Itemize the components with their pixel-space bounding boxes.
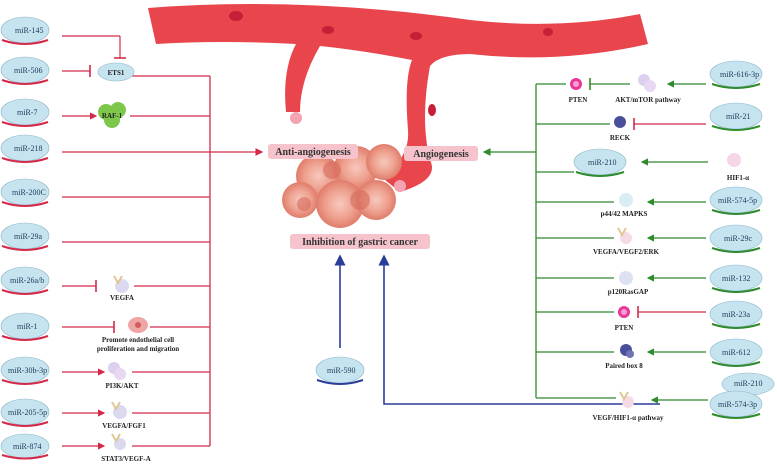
ets1-node: ETS1 [97, 62, 135, 82]
svg-text:VEGFA/FGF1: VEGFA/FGF1 [102, 422, 146, 430]
blood-vessel [148, 4, 648, 192]
endothelial-cell-node: Promote endothelial cell proliferation a… [97, 317, 179, 353]
svg-text:PTEN: PTEN [615, 324, 634, 332]
mirna-miR-574-5p: miR-574-5p [709, 186, 763, 215]
svg-text:miR-210: miR-210 [588, 158, 616, 167]
svg-text:Paired box 8: Paired box 8 [605, 362, 643, 370]
svg-text:miR-29c: miR-29c [724, 234, 752, 243]
svg-text:miR-30b-3p: miR-30b-3p [8, 366, 47, 375]
svg-text:miR-1: miR-1 [17, 322, 37, 331]
svg-text:miR-29a: miR-29a [14, 232, 42, 241]
svg-text:Promote endothelial cell: Promote endothelial cell [102, 336, 174, 344]
svg-text:miR-506: miR-506 [14, 66, 42, 75]
hif1a-node: HIF1-α [727, 153, 749, 182]
svg-text:miR-145: miR-145 [15, 26, 43, 35]
mirna-miR-29a: miR-29a [0, 222, 50, 251]
svg-text:Inhibition of gastric cancer: Inhibition of gastric cancer [302, 237, 418, 248]
svg-text:Angiogenesis: Angiogenesis [413, 149, 469, 160]
mirna-miR-218: miR-218 [0, 134, 50, 163]
svg-text:PI3K/AKT: PI3K/AKT [105, 382, 138, 390]
pi3k-akt-node: PI3K/AKT [105, 362, 139, 390]
mirna-miR-616-3p: miR-616-3p [709, 60, 763, 89]
arrow-vegf-hif-to-inhibition [378, 254, 660, 405]
mirna-miR-1: miR-1 [0, 312, 50, 341]
svg-text:p120RasGAP: p120RasGAP [608, 288, 649, 296]
svg-text:p44/42 MAPKS: p44/42 MAPKS [601, 210, 648, 218]
raf1-node: RAF-1 [98, 102, 126, 128]
vegfa-fgf1-node: VEGFA/FGF1 [102, 401, 146, 430]
mirna-miR-506: miR-506 [0, 56, 50, 85]
svg-text:ETS1: ETS1 [108, 69, 125, 77]
svg-text:miR-210: miR-210 [734, 379, 762, 388]
mirna-miR-29c: miR-29c [709, 224, 763, 253]
vegf-hif1a-pathway-node: VEGF/HIF1-α pathway [593, 391, 664, 422]
svg-text:proliferation and migration: proliferation and migration [97, 345, 179, 353]
svg-text:VEGFA: VEGFA [110, 294, 134, 302]
mirna-miR-21: miR-21 [709, 102, 763, 131]
paired-box-8-node: Paired box 8 [605, 344, 643, 370]
svg-text:miR-616-3p: miR-616-3p [720, 70, 759, 79]
svg-text:RECK: RECK [610, 134, 631, 142]
mirna-miR-200C: miR-200C [0, 178, 50, 207]
mirna-miR-612: miR-612 [709, 338, 763, 367]
mirna-miR-30b-3p: miR-30b-3p [0, 356, 50, 385]
svg-text:miR-874: miR-874 [13, 442, 41, 451]
svg-text:PTEN: PTEN [569, 96, 588, 104]
p120rasgap-node: p120RasGAP [608, 271, 649, 296]
vegfa-node: VEGFA [110, 275, 134, 302]
vegfa-vegf2-erk-node: VEGFA/VEGF2/ERK [593, 227, 660, 256]
svg-text:miR-132: miR-132 [722, 274, 750, 283]
angiogenesis-label: Angiogenesis [404, 146, 478, 161]
pten-node-2: PTEN [615, 306, 634, 332]
mirna-miR-26a-b: miR-26a/b [0, 266, 50, 295]
svg-text:miR-205-5p: miR-205-5p [8, 408, 47, 417]
mirna-miR-210-a: miR-210 [573, 148, 627, 177]
svg-text:HIF1-α: HIF1-α [727, 174, 749, 182]
svg-text:RAF-1: RAF-1 [102, 112, 123, 120]
svg-text:miR-590: miR-590 [327, 366, 355, 375]
reck-node: RECK [610, 116, 631, 142]
mirna-miR-145: miR-145 [0, 16, 50, 45]
akt-mtor-node: AKT/mTOR pathway [615, 74, 681, 104]
mirna-miR-210-b: miR-210 [721, 372, 775, 396]
svg-text:miR-21: miR-21 [726, 112, 750, 121]
anti-angiogenesis-label: Anti-angiogenesis [268, 144, 358, 159]
svg-text:miR-26a/b: miR-26a/b [10, 276, 44, 285]
mirna-miR-874: miR-874 [0, 433, 50, 460]
svg-text:VEGF/HIF1-α pathway: VEGF/HIF1-α pathway [593, 414, 664, 422]
svg-text:VEGFA/VEGF2/ERK: VEGFA/VEGF2/ERK [593, 248, 660, 256]
p44-42-mapks-node: p44/42 MAPKS [601, 193, 648, 218]
svg-text:miR-200C: miR-200C [12, 188, 46, 197]
mirna-miR-590: miR-590 [315, 356, 365, 385]
svg-text:miR-218: miR-218 [14, 144, 42, 153]
inhibition-label: Inhibition of gastric cancer [290, 234, 430, 249]
mirna-miR-205-5p: miR-205-5p [0, 398, 50, 427]
mirna-miR-132: miR-132 [709, 264, 763, 293]
mirna-miR-23a: miR-23a [709, 300, 763, 329]
mirna-miR-574-3p: miR-574-3p [709, 390, 763, 419]
svg-text:miR-7: miR-7 [17, 108, 37, 117]
svg-text:Anti-angiogenesis: Anti-angiogenesis [275, 147, 351, 158]
stat3-vegfa-node: STAT3/VEGF-A [101, 433, 151, 463]
svg-text:miR-612: miR-612 [722, 348, 750, 357]
svg-text:miR-574-5p: miR-574-5p [718, 196, 757, 205]
pten-node-1: PTEN [569, 78, 588, 104]
svg-text:STAT3/VEGF-A: STAT3/VEGF-A [101, 455, 151, 463]
svg-text:miR-23a: miR-23a [722, 310, 750, 319]
mirna-miR-7: miR-7 [0, 98, 50, 127]
svg-text:miR-574-3p: miR-574-3p [718, 400, 757, 409]
svg-text:AKT/mTOR pathway: AKT/mTOR pathway [615, 96, 681, 104]
